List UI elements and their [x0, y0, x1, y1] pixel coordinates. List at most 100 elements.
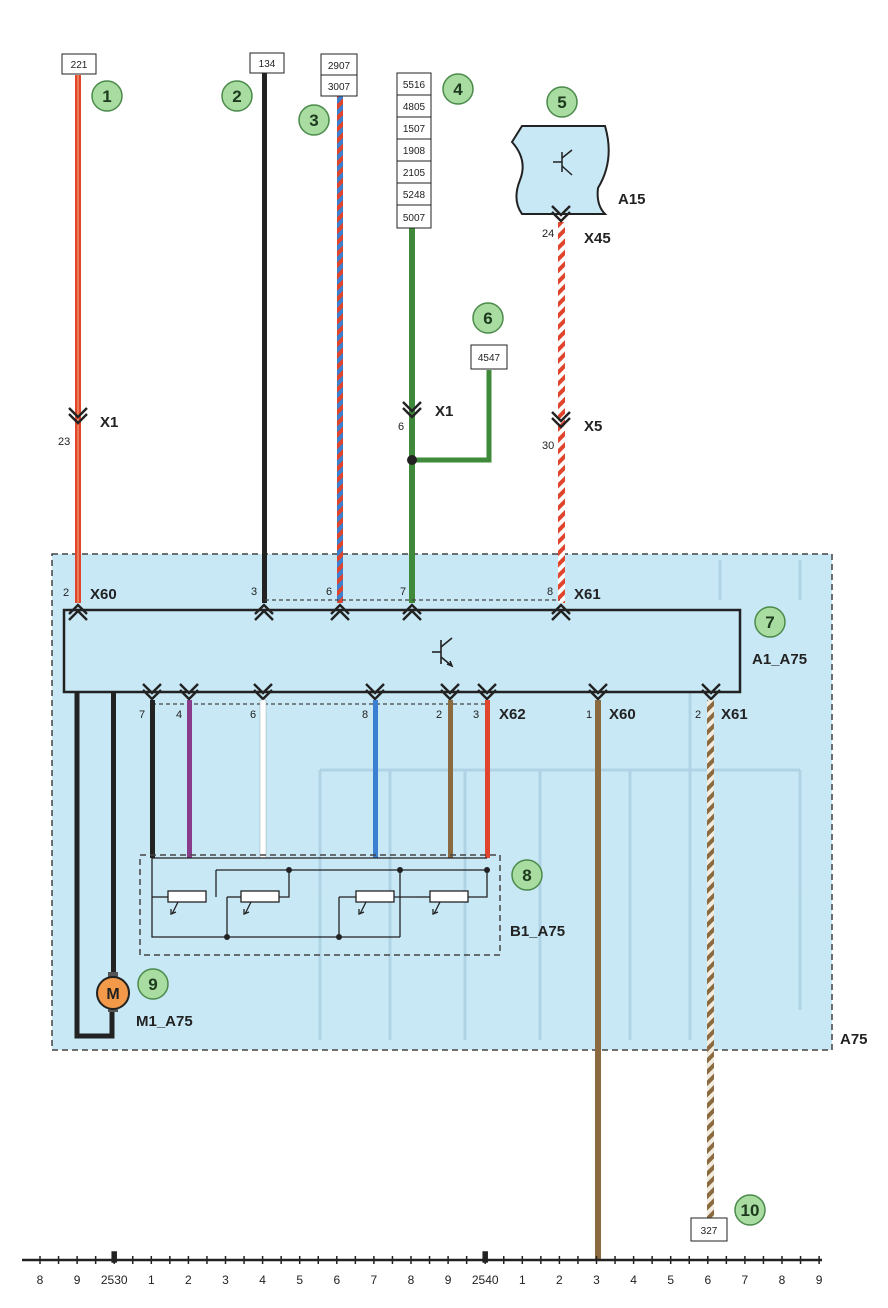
wire-2	[262, 73, 267, 603]
top-chevrons	[68, 603, 571, 621]
wire-b1-pin4	[187, 700, 192, 858]
pin-bottom-2: 2	[436, 709, 442, 721]
label-x60-bottom: X60	[609, 706, 636, 723]
scale-label: 2540	[472, 1273, 499, 1287]
scale-label: 3	[222, 1273, 229, 1287]
label-x1-left: X1	[100, 414, 118, 431]
label-a75: A75	[840, 1031, 868, 1048]
pin-bottom-4: 4	[176, 709, 182, 721]
wire-code-1507: 1507	[403, 124, 426, 135]
scale-label: 2	[185, 1273, 192, 1287]
motor-symbol: M	[106, 986, 119, 1003]
label-a1-a75: A1_A75	[752, 651, 807, 668]
b1-a75-region	[139, 854, 501, 956]
callout-3: 3	[309, 111, 318, 130]
wire-b1-pin6	[259, 699, 267, 859]
scale-label: 9	[445, 1273, 452, 1287]
wire-b1-pin3	[485, 700, 490, 858]
a15-component	[510, 125, 610, 215]
wire-code-1908: 1908	[403, 146, 426, 157]
wire-code-4547: 4547	[478, 353, 501, 364]
motor-shaft-top	[108, 972, 118, 978]
scale-label: 1	[148, 1273, 155, 1287]
scale-label: 8	[779, 1273, 786, 1287]
scale-label: 3	[593, 1273, 600, 1287]
label-a15: A15	[618, 191, 646, 208]
wire-code-134: 134	[259, 59, 276, 70]
scale-label: 6	[704, 1273, 711, 1287]
scale-major-tick	[111, 1251, 117, 1263]
wire-code-3007: 3007	[328, 82, 351, 93]
pin-x5: 30	[542, 440, 554, 452]
callout-6: 6	[483, 309, 492, 328]
scale-label: 2	[556, 1273, 563, 1287]
callout-7: 7	[765, 613, 774, 632]
callout-4: 4	[453, 80, 463, 99]
pin-top-3: 3	[251, 586, 257, 598]
scale-label: 8	[408, 1273, 415, 1287]
callout-9: 9	[148, 975, 157, 994]
wire-code-5516: 5516	[403, 80, 426, 91]
label-x5: X5	[584, 418, 602, 435]
scale-label: 4	[630, 1273, 637, 1287]
wire-6	[412, 370, 492, 463]
wire-code-boxes	[61, 52, 728, 1242]
pin-top-7: 7	[400, 586, 406, 598]
wire-code-5248: 5248	[403, 190, 426, 201]
label-x1-right: X1	[435, 403, 453, 420]
wire-x61-bottom	[707, 700, 714, 1218]
junction-dot	[407, 455, 417, 465]
label-m1-a75: M1_A75	[136, 1013, 193, 1030]
callout-2: 2	[232, 87, 241, 106]
a15-transistor-icon	[553, 149, 573, 176]
a1-a75-block	[62, 608, 742, 694]
wire-code-5007: 5007	[403, 213, 426, 224]
scale-major-tick	[482, 1251, 488, 1263]
pin-top-6: 6	[326, 586, 332, 598]
label-x60-top: X60	[90, 586, 117, 603]
label-b1-a75: B1_A75	[510, 923, 565, 940]
callout-circles	[91, 73, 786, 1226]
scale-ticks	[39, 1251, 820, 1264]
wire-3	[337, 96, 343, 603]
pin-x60-bottom: 1	[586, 709, 592, 721]
motor-icon	[96, 976, 130, 1010]
wire-motor-feed	[111, 692, 116, 974]
wire-motor-loop	[74, 692, 115, 1039]
callout-10: 10	[741, 1201, 760, 1220]
pin-bottom-3: 3	[473, 709, 479, 721]
scale-label: 1	[519, 1273, 526, 1287]
bottom-chevrons	[142, 683, 721, 701]
wire-b1-pin7	[150, 700, 155, 858]
wire-1	[75, 75, 81, 603]
scale-label: 6	[333, 1273, 340, 1287]
wire-x60-bottom	[595, 700, 601, 1260]
scale-label: 8	[37, 1273, 44, 1287]
scale-label: 7	[371, 1273, 378, 1287]
wire-code-221: 221	[71, 60, 88, 71]
callout-1: 1	[102, 87, 111, 106]
wire-code-2105: 2105	[403, 168, 426, 179]
pin-x61-top: 8	[547, 586, 553, 598]
scale-label: 2530	[101, 1273, 128, 1287]
wire-b1-pin2	[448, 700, 453, 858]
scale-label: 9	[816, 1273, 823, 1287]
pin-x45: 24	[542, 228, 554, 240]
b1-junction-dots	[224, 867, 490, 940]
scale-label: 7	[742, 1273, 749, 1287]
label-x45: X45	[584, 230, 611, 247]
scale-label: 9	[74, 1273, 81, 1287]
label-x61-top: X61	[574, 586, 601, 603]
pin-x1-left: 23	[58, 436, 70, 448]
pin-x61-bottom: 2	[695, 709, 701, 721]
transistor-icon	[432, 637, 454, 668]
wire-code-4805: 4805	[403, 102, 426, 113]
pin-bottom-6: 6	[250, 709, 256, 721]
pin-bottom-7: 7	[139, 709, 145, 721]
pin-bottom-8: 8	[362, 709, 368, 721]
mid-chevrons	[68, 401, 571, 429]
callout-5: 5	[557, 93, 566, 112]
scale-label: 5	[667, 1273, 674, 1287]
